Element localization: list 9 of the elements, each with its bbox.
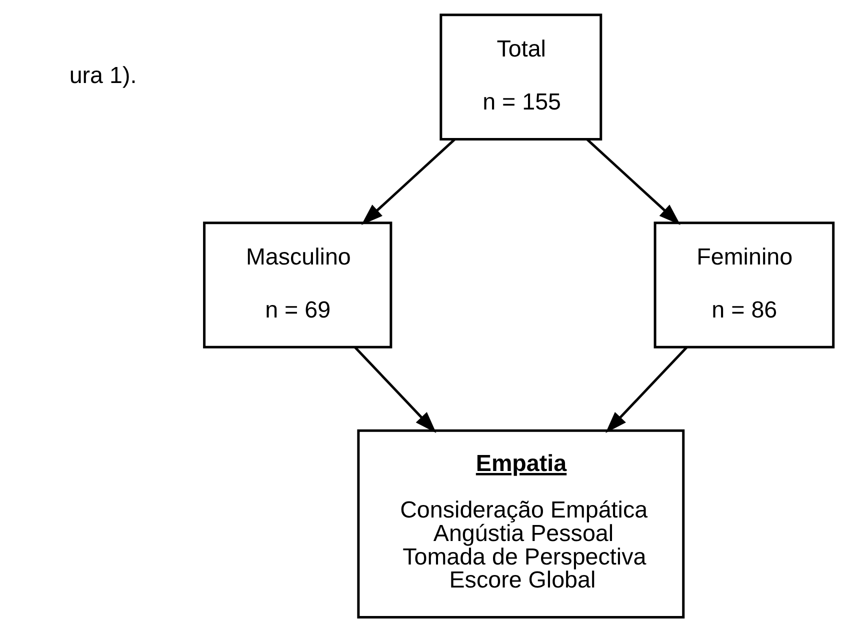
- node-box: Feminino n = 86: [654, 222, 835, 348]
- arrow: [354, 346, 436, 433]
- label: ura 1).: [69, 62, 137, 88]
- arrow: [361, 138, 456, 225]
- arrow: [606, 346, 688, 433]
- node-box: Empatia Consideração Empática Angústia Pessoal Tomada de Perspectiva Escore Global: [357, 429, 685, 619]
- node-box: Masculino n = 69: [203, 222, 392, 348]
- arrow: [586, 138, 680, 225]
- node-box: Total n = 155: [440, 14, 602, 140]
